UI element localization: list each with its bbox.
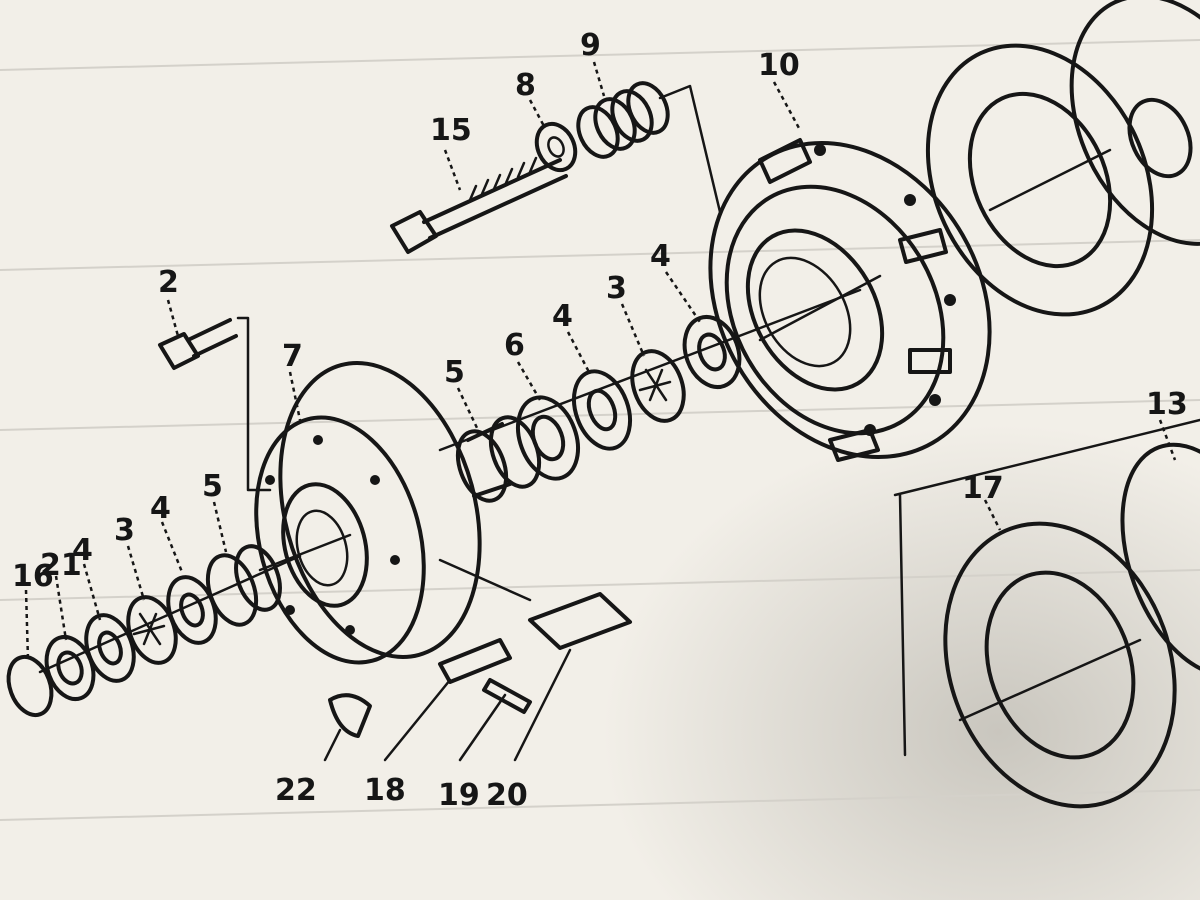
pressure-plate-10-drawing <box>708 138 992 462</box>
label-part-22: 22 <box>275 773 317 808</box>
label-part-13: 13 <box>1146 387 1188 422</box>
label-part-19: 19 <box>438 778 480 813</box>
label-part-4-c: 4 <box>150 491 171 526</box>
label-part-5-lower: 5 <box>202 469 223 504</box>
label-part-17: 17 <box>962 471 1004 506</box>
label-part-5-upper: 5 <box>444 355 465 390</box>
shaft-bearings-drawing <box>438 288 862 503</box>
lower-stack-drawing <box>6 544 302 718</box>
washer-8-drawing <box>534 121 578 173</box>
small-parts-drawing <box>323 558 632 762</box>
label-part-4-a: 4 <box>552 299 573 334</box>
paper-shadow <box>480 340 1200 900</box>
hub-7-drawing <box>254 361 482 665</box>
label-part-10: 10 <box>758 48 800 83</box>
label-part-18: 18 <box>364 773 406 808</box>
label-part-4-d: 4 <box>72 533 93 568</box>
part-number-labels: 15 8 9 10 2 7 5 6 4 3 4 5 4 3 4 16 21 13… <box>12 28 1188 813</box>
label-part-3-upper: 3 <box>606 271 627 306</box>
label-part-9: 9 <box>580 28 601 63</box>
bolt-15-drawing <box>390 156 568 254</box>
leader-lines <box>24 61 1177 661</box>
label-part-16: 16 <box>12 559 54 594</box>
spring-9-drawing <box>576 81 722 214</box>
label-part-6: 6 <box>504 328 525 363</box>
label-part-20: 20 <box>486 778 528 813</box>
label-part-2: 2 <box>158 265 179 300</box>
label-part-3-lower: 3 <box>114 513 135 548</box>
label-part-15: 15 <box>430 113 472 148</box>
label-part-4-b: 4 <box>650 239 671 274</box>
clutch-discs-drawing <box>925 0 1200 317</box>
label-part-7: 7 <box>282 339 303 374</box>
label-part-21: 21 <box>40 548 82 583</box>
label-part-8: 8 <box>515 68 536 103</box>
inset-discs-drawing <box>893 418 1200 809</box>
